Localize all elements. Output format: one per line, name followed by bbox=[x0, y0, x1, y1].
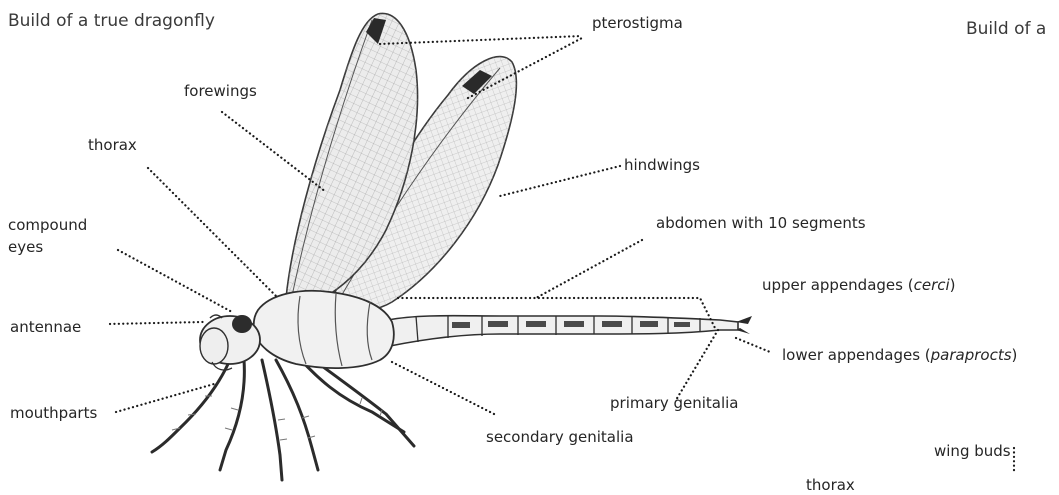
face bbox=[200, 328, 228, 364]
lower-appendages-close: ) bbox=[1012, 346, 1018, 364]
label-lower-appendages: lower appendages (paraprocts) bbox=[782, 346, 1017, 365]
label-compound-eyes-line2: eyes bbox=[8, 238, 43, 257]
label-hindwings: hindwings bbox=[624, 156, 700, 175]
abdomen bbox=[388, 316, 752, 346]
lower-appendages-latin: paraprocts bbox=[931, 346, 1012, 364]
leader-lines bbox=[110, 36, 1014, 474]
label-compound-eyes-line1: compound bbox=[8, 216, 87, 235]
head-shape bbox=[200, 315, 260, 370]
label-thorax: thorax bbox=[88, 136, 137, 155]
compound-eye-shape bbox=[232, 315, 252, 333]
label-mouthparts: mouthparts bbox=[10, 404, 97, 423]
label-secondary-genitalia: secondary genitalia bbox=[486, 428, 634, 447]
label-antennae: antennae bbox=[10, 318, 81, 337]
upper-appendages-close: ) bbox=[950, 276, 956, 294]
label-primary-genitalia: primary genitalia bbox=[610, 394, 739, 413]
diagram-title: Build of a true dragonfly bbox=[8, 12, 215, 31]
label-pterostigma: pterostigma bbox=[592, 14, 683, 33]
label-abdomen: abdomen with 10 segments bbox=[656, 214, 866, 233]
lower-appendages-text: lower appendages ( bbox=[782, 346, 931, 364]
label-upper-appendages: upper appendages (cerci) bbox=[762, 276, 956, 295]
upper-appendages-text: upper appendages ( bbox=[762, 276, 914, 294]
diagram-title-right: Build of a bbox=[966, 20, 1046, 39]
label-wing-buds: wing buds bbox=[934, 442, 1011, 461]
upper-appendages-latin: cerci bbox=[914, 276, 950, 294]
label-forewings: forewings bbox=[184, 82, 257, 101]
